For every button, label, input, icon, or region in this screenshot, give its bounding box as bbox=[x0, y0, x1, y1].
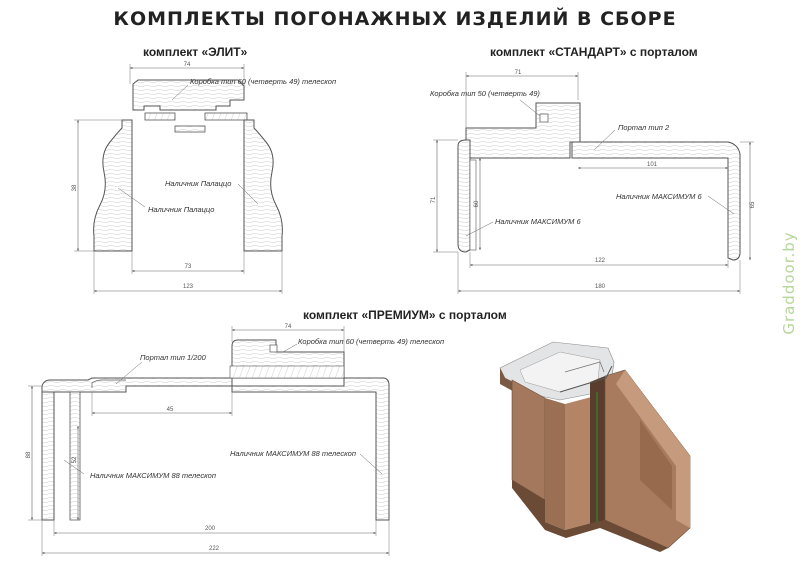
premium-label-trim-right: Наличник МАКСИМУМ 88 телескоп bbox=[230, 449, 356, 458]
premium-trim-left bbox=[41, 391, 55, 521]
elit-dim-frame: 74 bbox=[184, 62, 191, 68]
standart-dim-left-inner-height: 60 bbox=[474, 200, 480, 207]
premium-label-portal: Портал тип 1/200 bbox=[140, 353, 207, 362]
standart-dim-total: 180 bbox=[595, 284, 606, 290]
premium-dim-total: 222 bbox=[209, 546, 220, 552]
elit-frame-profile bbox=[132, 79, 245, 111]
standart-label-trim-left: Наличник МАКСИМУМ 6 bbox=[495, 217, 581, 226]
standart-drawing: 71 101 71 60 65 122 bbox=[430, 70, 756, 294]
standart-title: комплект «СТАНДАРТ» с порталом bbox=[490, 45, 698, 59]
elit-label-trim-left: Наличник Палаццо bbox=[148, 205, 214, 214]
premium-title: комплект «ПРЕМИУМ» с порталом bbox=[303, 308, 507, 322]
premium-label-frame: Коробка тип 60 (четверть 49) телескоп bbox=[298, 337, 444, 346]
watermark: Graddoor.by bbox=[778, 0, 800, 566]
elit-dim-opening: 73 bbox=[185, 264, 192, 270]
standart-label-trim-right: Наличник МАКСИМУМ 6 bbox=[616, 192, 702, 201]
elit-title: комплект «ЭЛИТ» bbox=[143, 45, 248, 59]
premium-label-trim-left: Наличник МАКСИМУМ 88 телескоп bbox=[90, 471, 216, 480]
premium-dim-inner: 200 bbox=[205, 526, 216, 532]
premium-dim-left-height: 88 bbox=[26, 451, 32, 458]
standart-dim-left-height: 71 bbox=[431, 196, 437, 203]
standart-label-frame: Коробка тип 50 (четверть 49) bbox=[430, 89, 540, 98]
standart-dim-right-height: 65 bbox=[750, 201, 756, 208]
standart-trim-left bbox=[457, 139, 471, 253]
standart-dim-inner: 122 bbox=[595, 258, 606, 264]
premium-seal bbox=[269, 344, 278, 353]
premium-dim-portal: 45 bbox=[167, 407, 174, 413]
premium-dim-frame: 74 bbox=[285, 324, 292, 330]
standart-frame-profile bbox=[465, 102, 581, 159]
elit-dim-total: 123 bbox=[183, 284, 194, 290]
elit-label-frame: Коробка тип 60 (четверть 49) телескоп bbox=[190, 77, 336, 86]
elit-extension-left bbox=[144, 112, 176, 121]
page-title: КОМПЛЕКТЫ ПОГОНАЖНЫХ ИЗДЕЛИЙ В СБОРЕ bbox=[113, 8, 677, 30]
premium-drawing: 74 45 88 52 bbox=[26, 324, 444, 556]
elit-strip bbox=[174, 125, 206, 133]
premium-dim-inner-height: 52 bbox=[72, 456, 78, 463]
elit-drawing: 74 38 73 123 bbox=[72, 62, 336, 294]
standart-portal bbox=[571, 141, 741, 261]
door-frame-3d-render bbox=[499, 341, 691, 552]
standart-dim-portal: 101 bbox=[647, 162, 658, 168]
elit-trim-left bbox=[93, 119, 133, 252]
watermark-text: Graddoor.by bbox=[780, 231, 798, 335]
elit-trim-right bbox=[243, 119, 283, 252]
standart-dim-frame: 71 bbox=[515, 70, 522, 76]
elit-dim-height: 38 bbox=[72, 184, 78, 191]
standart-seal bbox=[539, 113, 549, 123]
premium-portal bbox=[41, 377, 233, 393]
elit-extension-right bbox=[204, 112, 248, 121]
elit-label-trim-right: Наличник Палаццо bbox=[165, 179, 231, 188]
standart-label-portal: Портал тип 2 bbox=[618, 123, 670, 132]
